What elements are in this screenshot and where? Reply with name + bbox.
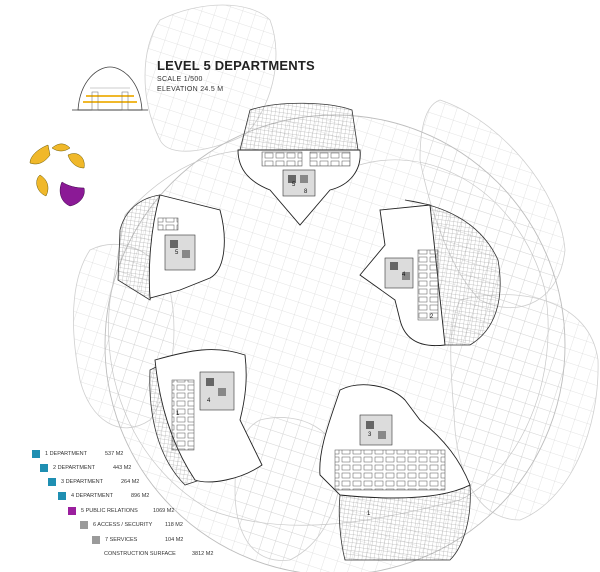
legend-swatch [40, 464, 48, 472]
legend-swatch [68, 507, 76, 515]
legend-swatch [92, 536, 100, 544]
legend-swatch [32, 450, 40, 458]
plan-label: 2 [430, 314, 434, 320]
legend-total: CONSTRUCTION SURFACE 3812 M2 [104, 549, 213, 559]
wing-bottom [319, 384, 471, 561]
legend-area: 537 M2 [105, 451, 124, 457]
legend-item: 3 DEPARTMENT 264 M2 [48, 477, 139, 487]
legend-area: 104 M2 [165, 537, 184, 543]
legend-area: 264 M2 [121, 479, 140, 485]
plan-label: 8 [304, 189, 308, 195]
plan-label: 4 [207, 398, 211, 404]
legend-area: 118 M2 [165, 522, 183, 528]
legend-total-area: 3812 M2 [192, 551, 214, 557]
legend-area: 1069 M2 [153, 508, 175, 514]
legend-label: 4 DEPARTMENT [71, 493, 113, 499]
legend-item: 1 DEPARTMENT 537 M2 [32, 449, 123, 459]
plan-room-numbers: 5 5 4 4 3 2 1 8 1 [175, 182, 434, 517]
legend-label: 6 ACCESS / SECURITY [93, 522, 153, 528]
plan-label: 4 [402, 272, 406, 278]
legend-area: 896 M2 [131, 493, 150, 499]
plan-label: 5 [292, 182, 296, 188]
plan-label: 1 [367, 511, 371, 517]
wing-right [359, 199, 501, 347]
legend-label: 1 DEPARTMENT [45, 451, 87, 457]
legend-swatch [48, 478, 56, 486]
key-plan-icon [29, 143, 85, 207]
legend-item: 5 PUBLIC RELATIONS 1069 M2 [68, 506, 174, 516]
legend-swatch [80, 521, 88, 529]
legend-label: 3 DEPARTMENT [61, 479, 103, 485]
legend-item: 6 ACCESS / SECURITY 118 M2 [80, 520, 183, 530]
plan-label: 1 [176, 411, 180, 417]
legend-label: 7 SERVICES [105, 537, 138, 543]
legend-item: 7 SERVICES 104 M2 [92, 535, 183, 545]
wing-upper-left [117, 194, 225, 301]
page-title: LEVEL 5 DEPARTMENTS [157, 58, 315, 73]
plan-label: 5 [175, 250, 179, 256]
legend-swatch [58, 492, 66, 500]
scale-label: SCALE 1/500 [157, 76, 203, 83]
wing-lower-left [149, 349, 263, 486]
legend-label: 5 PUBLIC RELATIONS [81, 508, 138, 514]
legend-total-label: CONSTRUCTION SURFACE [104, 551, 176, 557]
elevation-label: ELEVATION 24.5 M [157, 86, 224, 93]
section-thumbnail [72, 66, 148, 111]
legend-area: 443 M2 [113, 465, 132, 471]
legend-label: 2 DEPARTMENT [53, 465, 95, 471]
legend-item: 4 DEPARTMENT 896 M2 [58, 491, 149, 501]
legend-item: 2 DEPARTMENT 443 M2 [40, 463, 131, 473]
plan-label: 3 [368, 432, 372, 438]
wing-top [237, 102, 361, 226]
